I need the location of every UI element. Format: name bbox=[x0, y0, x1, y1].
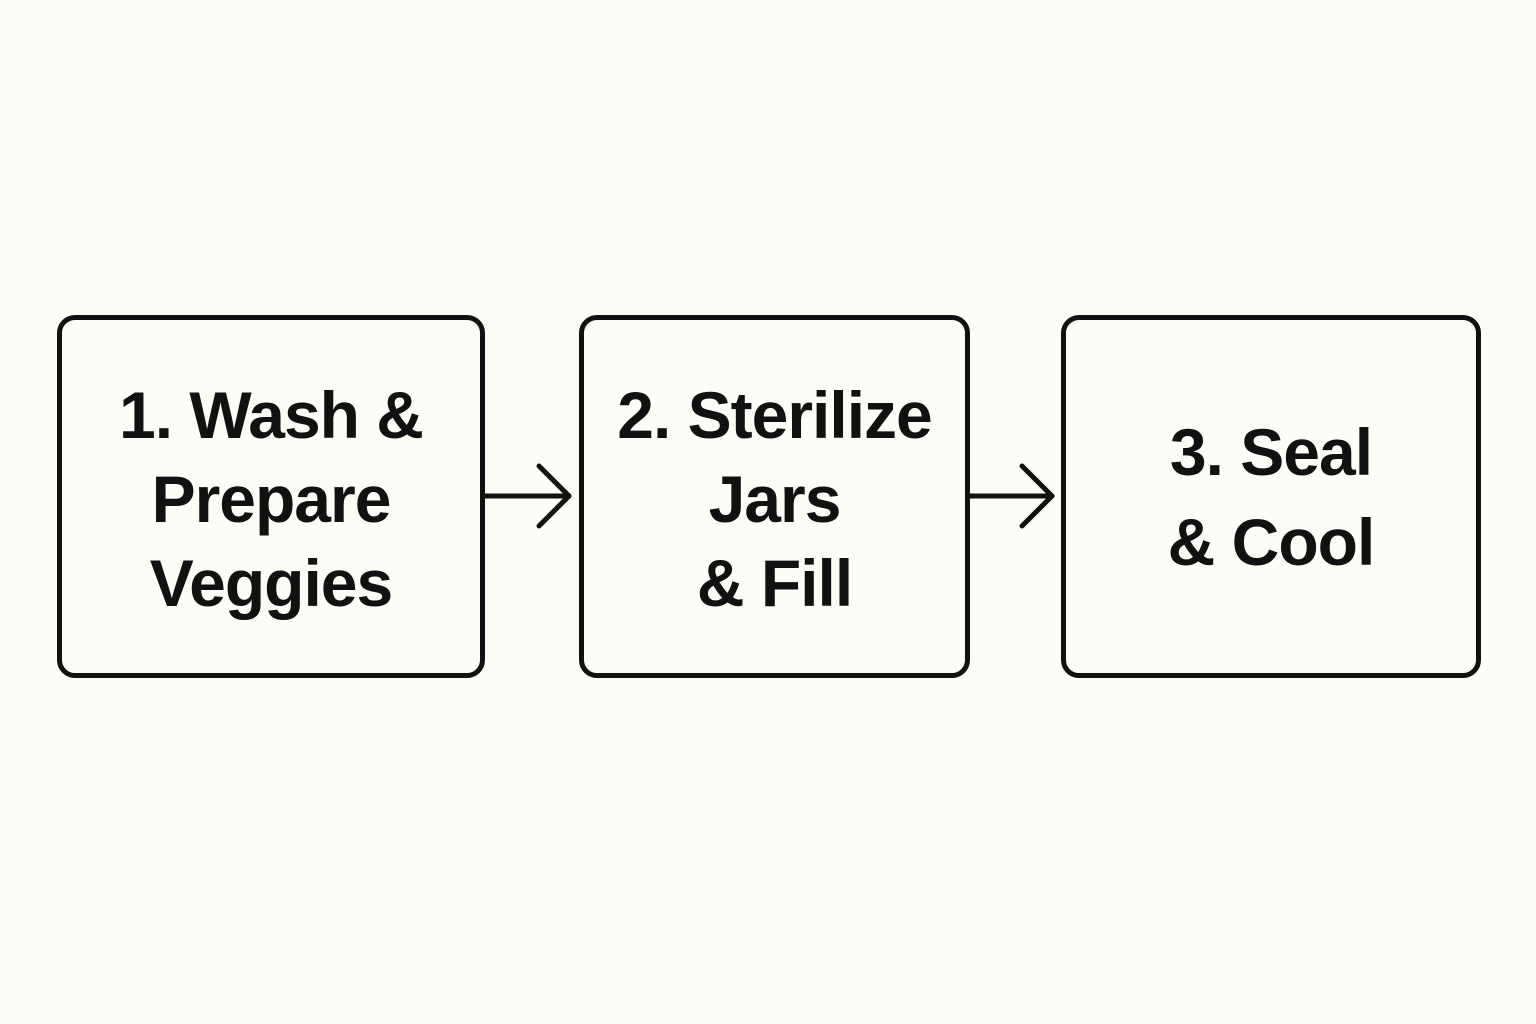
step-box-seal-cool: 3. Seal & Cool bbox=[1061, 315, 1481, 678]
step-label: 3. Seal & Cool bbox=[1167, 414, 1376, 579]
step-label: 1. Wash & Prepare Veggies bbox=[119, 377, 424, 620]
arrow-right-icon bbox=[480, 463, 572, 529]
step-box-sterilize-fill: 2. Sterilize Jars & Fill bbox=[579, 315, 970, 678]
arrow-right-icon bbox=[965, 463, 1055, 529]
step-label: 2. Sterilize Jars & Fill bbox=[617, 377, 932, 620]
step-box-wash-prepare: 1. Wash & Prepare Veggies bbox=[57, 315, 485, 678]
